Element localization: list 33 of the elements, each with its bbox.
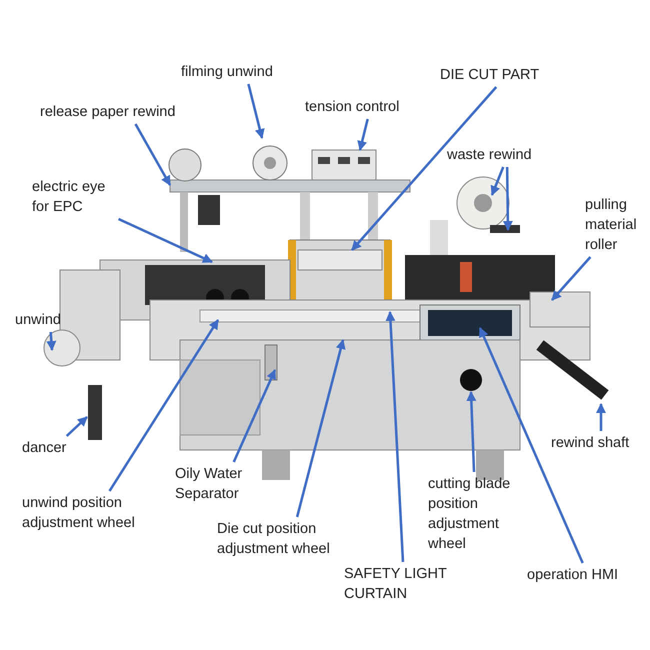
callout-label: electric eye for EPC [32, 177, 122, 217]
leader-line [466, 391, 476, 472]
callout-label: rewind shaft [551, 433, 650, 453]
leader-line [351, 86, 498, 251]
leader-line [108, 319, 220, 492]
callout-label: unwind position adjustment wheel [22, 493, 172, 533]
callout-label: waste rewind [447, 145, 567, 165]
leader-line [118, 218, 213, 264]
leader-line [385, 311, 404, 562]
leader-line [596, 403, 606, 431]
leader-line [247, 84, 265, 139]
leader-line [502, 166, 513, 231]
leader-line [134, 123, 172, 186]
leader-line [296, 339, 346, 518]
leader-line [478, 327, 584, 564]
leader-line [490, 166, 504, 196]
callout-label: Die cut position adjustment wheel [217, 519, 367, 559]
callout-label: DIE CUT PART [440, 65, 570, 85]
callout-label: cutting blade position adjustment wheel [428, 474, 523, 554]
leader-line [232, 369, 276, 463]
callout-label: unwind [15, 310, 85, 330]
callout-label: dancer [22, 438, 92, 458]
leader-line [357, 118, 369, 151]
leader-line [551, 256, 592, 301]
callout-label: release paper rewind [40, 102, 220, 122]
callout-label: operation HMI [527, 565, 647, 585]
callout-label: Oily Water Separator [175, 464, 275, 504]
leader-line [46, 332, 56, 351]
callout-label: filming unwind [181, 62, 311, 82]
callout-label: pulling material roller [585, 195, 647, 255]
callout-label: SAFETY LIGHT CURTAIN [344, 564, 464, 604]
leader-line [66, 416, 88, 437]
callout-label: tension control [305, 97, 435, 117]
